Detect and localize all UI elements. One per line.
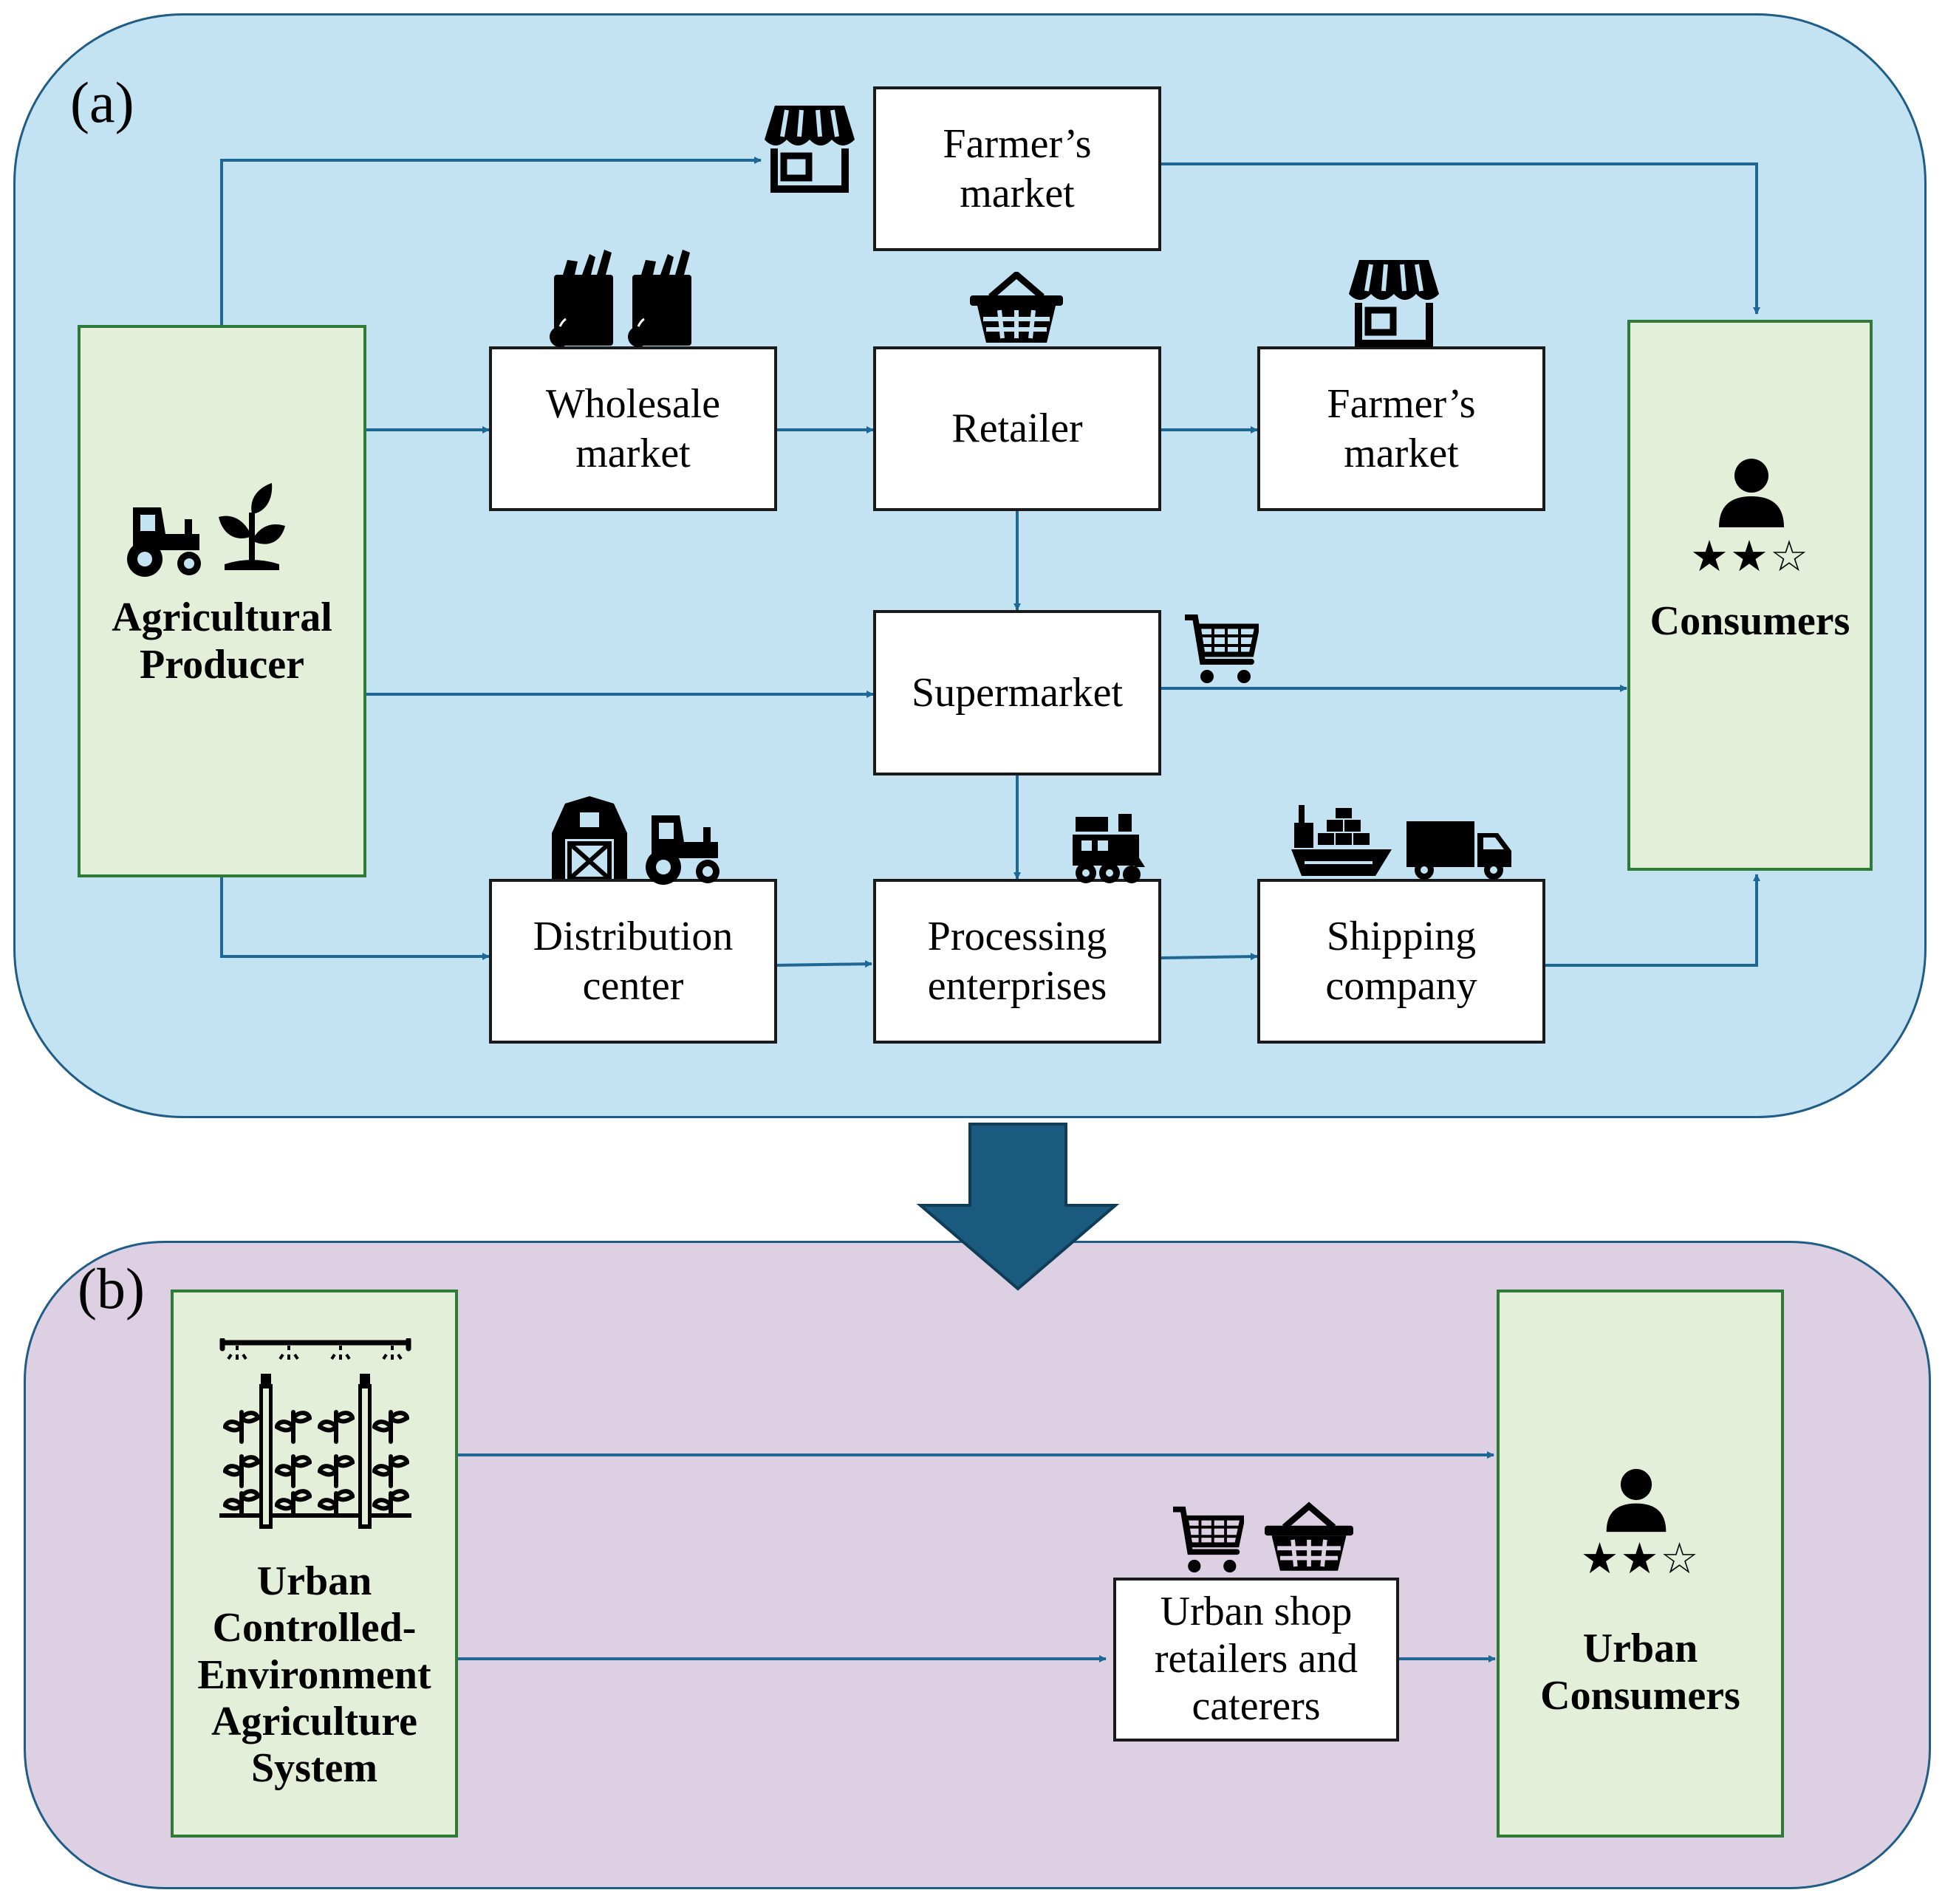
consumer-rating-stars: ★★☆ [1690, 532, 1810, 581]
arrow-producer-to-farmers-market-top [220, 157, 762, 325]
train-icon [1073, 814, 1145, 883]
grocery-bags-icon [550, 250, 691, 347]
consumers-box: ★★☆ Consumers [1627, 320, 1873, 871]
consumers-label: Consumers [1650, 598, 1850, 644]
urban-consumers-label: Urban Consumers [1540, 1626, 1740, 1719]
urban-shop-box: Urban shop retailers and caterers [1113, 1578, 1399, 1742]
arrow-farmers-market-top-to-consumers [1161, 162, 1760, 315]
delivery-truck-icon [1406, 821, 1511, 880]
farmers-market-mid-box: Farmer’s market [1257, 346, 1545, 511]
farmers-market-top-box: Farmer’s market [873, 86, 1161, 251]
farmers-market-top-label: Farmer’s market [943, 121, 1092, 216]
retailer-label: Retailer [951, 405, 1083, 452]
tractor-icon [127, 507, 201, 577]
supermarket-label: Supermarket [911, 669, 1124, 716]
shopping-basket-icon [970, 272, 1063, 343]
arrow-distribution-to-processing [775, 960, 872, 968]
panel-a-label: (a) [70, 70, 134, 134]
person-icon [1719, 459, 1784, 527]
person-icon [1606, 1468, 1667, 1533]
transition-big-arrow [916, 1123, 1120, 1291]
shopping-cart-icon [1185, 614, 1259, 683]
shopping-cart-icon [1173, 1506, 1244, 1573]
distribution-center-label: Distribution center [533, 914, 734, 1009]
agricultural-producer-box: Agricultural Producer [78, 325, 366, 877]
retailer-box: Retailer [873, 346, 1161, 511]
cargo-ship-icon [1291, 805, 1392, 876]
barn-icon [552, 796, 627, 879]
urban-shop-label: Urban shop retailers and caterers [1154, 1589, 1358, 1729]
arrow-processing-to-shipping [1160, 953, 1258, 961]
arrow-producer-to-distribution [220, 877, 490, 960]
agricultural-producer-label: Agricultural Producer [112, 595, 332, 688]
storefront-icon [1349, 260, 1439, 347]
urban-cea-label: Urban Controlled- Environment Agricultur… [197, 1558, 431, 1792]
tractor-icon [646, 815, 719, 885]
storefront-icon [765, 106, 855, 193]
arrow-shipping-to-consumers [1545, 874, 1760, 967]
shipping-company-label: Shipping company [1325, 914, 1477, 1009]
wholesale-market-label: Wholesale market [545, 381, 721, 476]
distribution-center-box: Distribution center [489, 879, 777, 1044]
shipping-company-box: Shipping company [1257, 879, 1545, 1044]
vertical-farm-icon [219, 1338, 411, 1529]
farmers-market-mid-label: Farmer’s market [1327, 381, 1476, 476]
urban-consumer-rating-stars: ★★☆ [1580, 1535, 1700, 1583]
shopping-basket-icon [1265, 1501, 1353, 1571]
panel-b-label: (b) [78, 1256, 145, 1321]
plant-seedling-icon [219, 483, 285, 570]
processing-enterprises-label: Processing enterprises [927, 914, 1107, 1009]
wholesale-market-box: Wholesale market [489, 346, 777, 511]
processing-enterprises-box: Processing enterprises [873, 879, 1161, 1044]
supermarket-box: Supermarket [873, 610, 1161, 775]
urban-consumers-box: ★★☆ Urban Consumers [1497, 1290, 1784, 1838]
urban-cea-box: Urban Controlled- Environment Agricultur… [171, 1290, 458, 1838]
